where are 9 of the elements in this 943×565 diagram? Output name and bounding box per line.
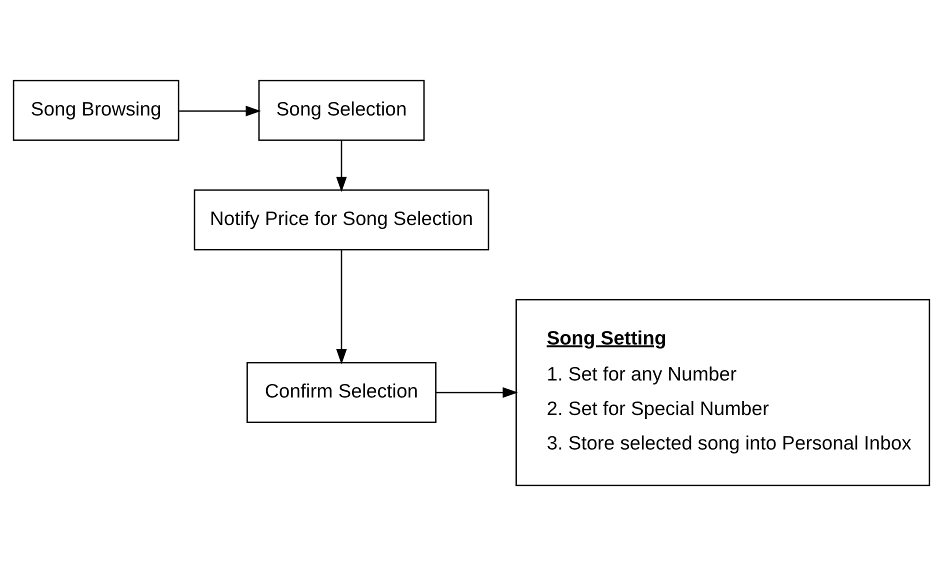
arrow xyxy=(436,386,518,398)
arrow xyxy=(336,140,347,192)
node-box: Song Selection xyxy=(258,79,425,140)
node-box: Song Browsing xyxy=(12,79,180,140)
node-box: Notify Price for Song Selection xyxy=(194,188,490,250)
arrow xyxy=(336,249,347,364)
arrow xyxy=(179,105,261,116)
node-box: Confirm Selection xyxy=(246,362,436,423)
node-box: Song Setting 1. Set for any Number 2. Set for Special Number 3. Store selected song into Personal Inbox xyxy=(516,298,930,486)
